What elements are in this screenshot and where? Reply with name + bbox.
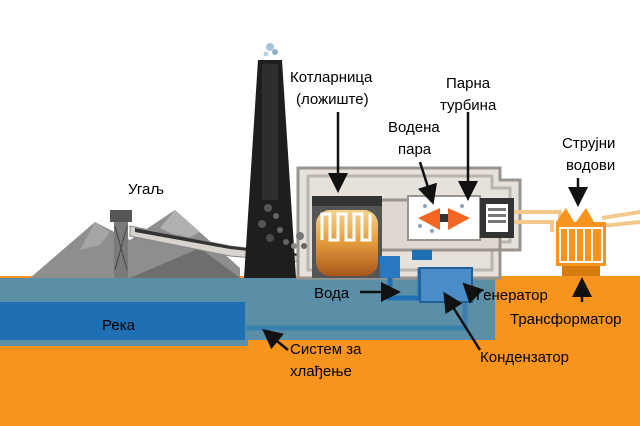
label-turbine: Парна — [446, 75, 491, 92]
turbine-housing — [407, 195, 481, 241]
label-water: Вода — [314, 285, 350, 302]
boiler — [312, 196, 382, 278]
label-boiler-sub: (ложиште) — [296, 91, 369, 108]
label-generator: Генератор — [476, 287, 548, 304]
label-power-lines: Струјни — [562, 135, 615, 152]
generator — [480, 198, 514, 238]
label-condenser: Кондензатор — [480, 349, 569, 366]
label-steam: Водена — [388, 119, 440, 136]
label-turbine-sub: турбина — [440, 97, 497, 114]
label-steam-sub: пара — [398, 141, 432, 158]
coal-pile — [30, 210, 240, 278]
transformer — [556, 208, 606, 276]
leader-lines — [262, 112, 592, 351]
chimney — [244, 60, 307, 278]
river — [0, 302, 248, 340]
smoke — [263, 43, 278, 57]
label-boiler: Котларница — [290, 69, 373, 86]
label-coal: Угаљ — [128, 181, 164, 198]
label-transformer: Трансформатор — [510, 311, 622, 328]
label-river: Река — [102, 317, 136, 334]
label-cooling: Систем за — [290, 341, 362, 358]
label-power-lines-sub: водови — [566, 157, 615, 174]
label-cooling-sub: хлађење — [290, 363, 352, 380]
